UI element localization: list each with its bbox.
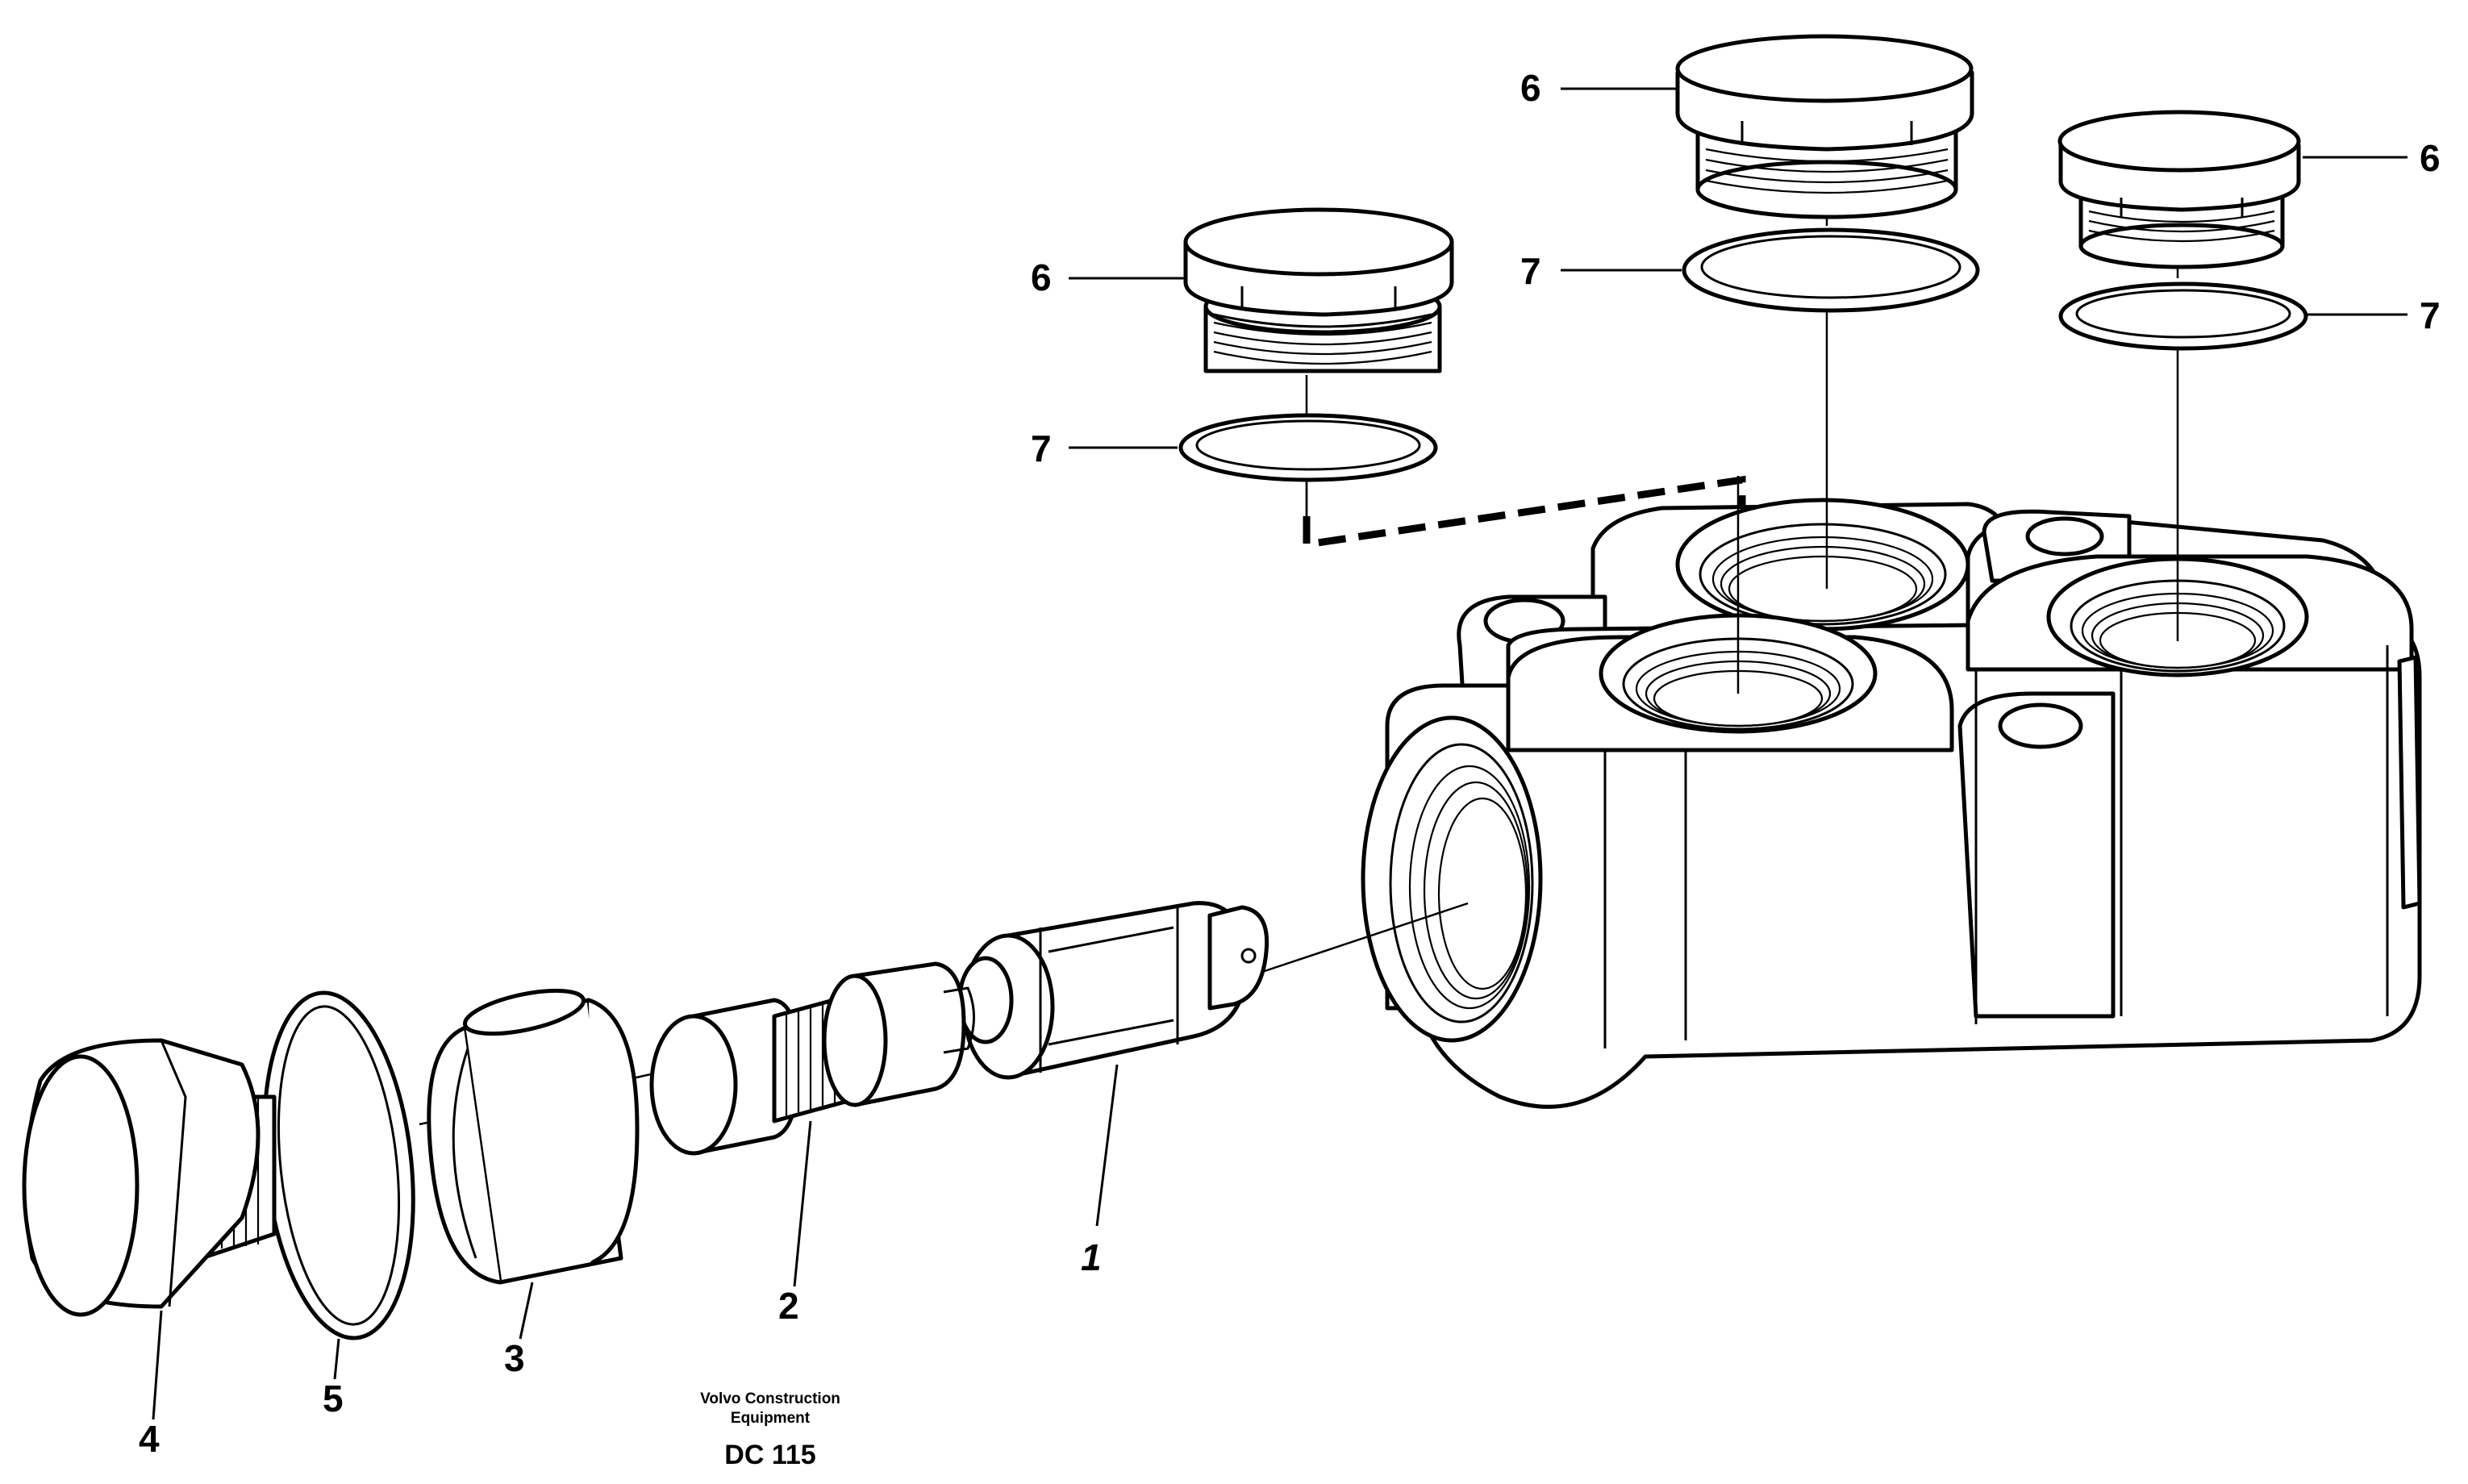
valve-2	[649, 961, 975, 1156]
caption-drawing-code: DC 115	[724, 1440, 815, 1470]
port-back	[1675, 498, 1970, 632]
callout-7-left-stack: 7	[1031, 427, 1052, 469]
callout-7-center-stack: 7	[1520, 250, 1541, 292]
leader-lines	[152, 87, 2408, 1420]
washer-7-center	[1682, 227, 1980, 313]
callout-4: 4	[139, 1418, 160, 1460]
drawing-caption: Volvo Construction Equipment DC 115	[700, 1390, 840, 1470]
plug-4	[22, 1038, 277, 1317]
callout-2: 2	[778, 1285, 799, 1327]
washer-7-left	[1178, 413, 1438, 482]
callout-6-left: 6	[1031, 256, 1052, 298]
callout-5: 5	[323, 1378, 344, 1419]
callout-3: 3	[504, 1337, 525, 1379]
dashed-guide-line	[1303, 475, 1746, 549]
callout-6-center: 6	[1520, 67, 1541, 109]
cartridge-1	[957, 901, 1269, 1080]
plug-6-right	[2057, 110, 2301, 269]
sleeve-3	[427, 988, 640, 1285]
plug-6-center	[1675, 34, 1974, 219]
valve-housing	[1361, 498, 2422, 1109]
washer-7-right	[2058, 281, 2308, 351]
callout-labels: 1 2 3 4 5 6 6 6 7 7 7	[139, 67, 2441, 1460]
callout-6-right: 6	[2420, 137, 2441, 179]
caption-company-line1: Volvo Construction	[700, 1390, 840, 1407]
caption-company-line2: Equipment	[731, 1410, 811, 1427]
port-side	[1361, 715, 1543, 1043]
callout-1: 1	[1081, 1236, 1102, 1278]
plug-6-left	[1183, 207, 1454, 373]
callout-7-right-stack: 7	[2420, 294, 2441, 336]
